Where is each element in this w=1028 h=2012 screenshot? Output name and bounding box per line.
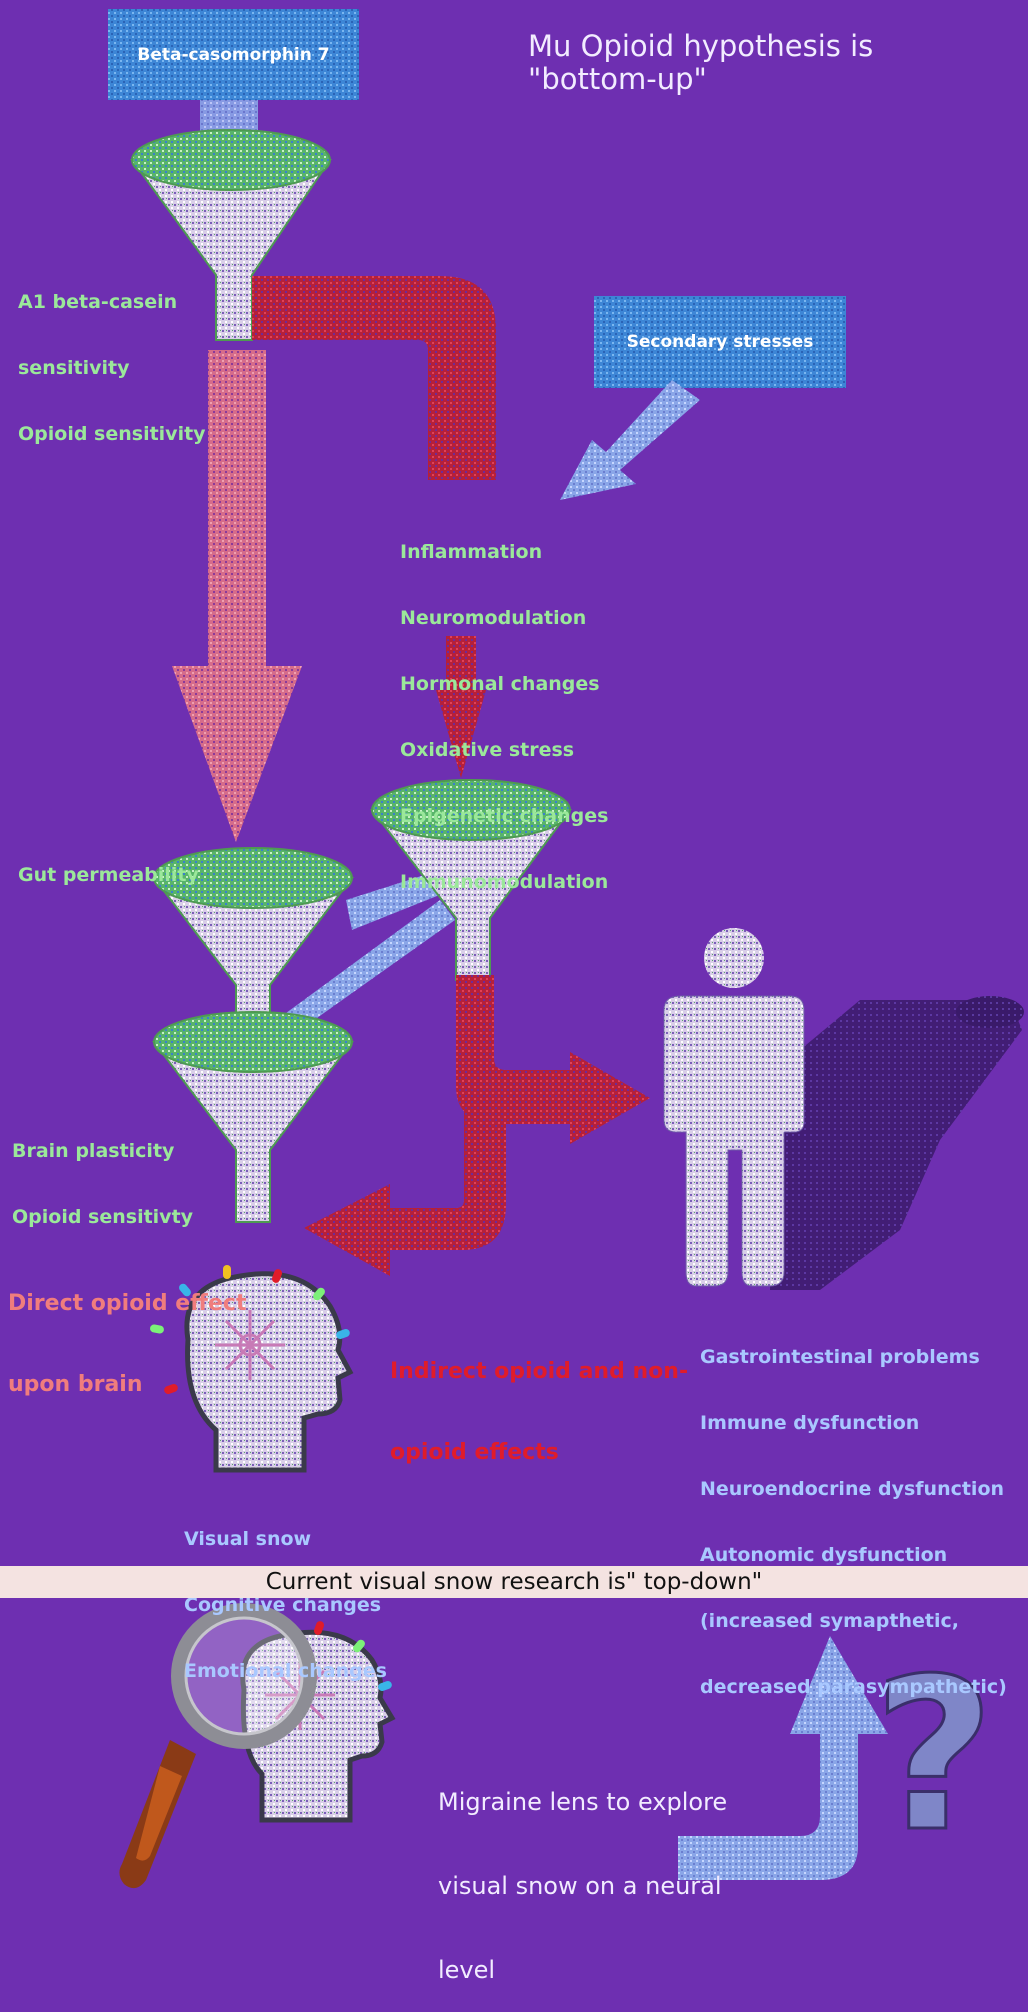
title-line-1: Mu Opioid hypothesis is xyxy=(528,29,874,63)
pink-arrow-down xyxy=(172,350,302,842)
indirect-effect-line-2: opioid effects xyxy=(390,1440,559,1465)
head-brain-icon xyxy=(150,1265,354,1473)
gut-permeability-text: Gut permeability xyxy=(18,864,199,886)
direct-effect-line-2: upon brain xyxy=(8,1372,143,1397)
blue-connector-upper xyxy=(346,870,452,930)
direct-effect-label: Direct opioid effect upon brain xyxy=(8,1236,246,1425)
funnel-icon-top xyxy=(130,129,332,341)
brain-plasticity-line-2: Opioid sensitivty xyxy=(12,1206,194,1228)
diagram-canvas: ? xyxy=(108,9,1024,1889)
indirect-effect-label: Indirect opioid and non- opioid effects xyxy=(390,1304,688,1493)
a1-line-2: sensitivity xyxy=(18,357,130,379)
beta-casomorphin-box xyxy=(108,9,359,100)
migraine-line-1: Migraine lens to explore xyxy=(438,1788,728,1816)
mechanism-item: Oxidative stress xyxy=(400,739,575,761)
body-effects-list: Gastrointestinal problems Immune dysfunc… xyxy=(700,1302,1007,1720)
secondary-stresses-text: Secondary stresses xyxy=(626,332,814,352)
red-arrow-mechanisms xyxy=(436,636,486,778)
person-icon xyxy=(663,928,1024,1290)
beta-casomorphin-text: Beta-casomorphin 7 xyxy=(137,44,330,65)
secondary-arrow xyxy=(560,380,700,500)
question-mark-icon: ? xyxy=(873,1633,995,1878)
mechanism-item: Neuromodulation xyxy=(400,607,587,629)
red-pipe-top xyxy=(252,276,496,480)
title-line-2: "bottom-up" xyxy=(528,62,707,96)
arrow-up-icon xyxy=(678,1636,888,1880)
migraine-line-2: visual snow on a neural xyxy=(438,1872,722,1900)
mechanisms-list: Inflammation Neuromodulation Hormonal ch… xyxy=(400,497,608,915)
brain-effect-item: Cognitive changes xyxy=(184,1594,382,1616)
migraine-lens-label: Migraine lens to explore visual snow on … xyxy=(438,1732,727,2012)
funnel-icon-gut xyxy=(151,847,355,1031)
funnel-icon-brain xyxy=(151,1011,355,1223)
magnifier-head-icon xyxy=(119,1603,396,1889)
red-arrow-direct xyxy=(304,1110,506,1276)
body-effect-item: Neuroendocrine dysfunction xyxy=(700,1478,1005,1500)
research-banner-text: Current visual snow research is" top-dow… xyxy=(265,1569,763,1595)
brain-plasticity-label: Brain plasticity Opioid sensitivty xyxy=(12,1096,193,1250)
mechanism-item: Immunomodulation xyxy=(400,871,609,893)
mechanism-item: Inflammation xyxy=(400,541,543,563)
gut-permeability-label: Gut permeability xyxy=(18,820,199,908)
brain-effects-list: Visual snow Cognitive changes Emotional … xyxy=(184,1484,387,1704)
secondary-stresses-box-label: Secondary stresses xyxy=(594,296,846,388)
direct-effect-line-1: Direct opioid effect xyxy=(8,1291,247,1316)
migraine-line-3: level xyxy=(438,1956,496,1984)
research-banner: Current visual snow research is" top-dow… xyxy=(0,1566,1028,1598)
blue-connector-lower xyxy=(282,900,455,1030)
indirect-effect-line-1: Indirect opioid and non- xyxy=(390,1359,689,1384)
mechanism-item: Epigenetic changes xyxy=(400,805,609,827)
brain-effect-item: Emotional changes xyxy=(184,1660,387,1682)
a1-line-3: Opioid sensitivity xyxy=(18,423,206,445)
brain-plasticity-line-1: Brain plasticity xyxy=(12,1140,175,1162)
a1-line-1: A1 beta-casein xyxy=(18,291,178,313)
body-effect-item: decreased parasympathetic) xyxy=(700,1676,1007,1698)
secondary-stresses-box xyxy=(594,296,846,388)
page-title: Mu Opioid hypothesis is "bottom-up" xyxy=(528,30,873,96)
body-effect-item: Autonomic dysfunction xyxy=(700,1544,948,1566)
red-pipe-person xyxy=(456,975,650,1144)
mechanism-item: Hormonal changes xyxy=(400,673,600,695)
a1-sensitivity-label: A1 beta-casein sensitivity Opioid sensit… xyxy=(18,247,206,467)
body-effect-item: Gastrointestinal problems xyxy=(700,1346,980,1368)
body-effect-item: Immune dysfunction xyxy=(700,1412,920,1434)
body-effect-item: (increased symapthetic, xyxy=(700,1610,959,1632)
beta-casomorphin-box-label: Beta-casomorphin 7 xyxy=(108,9,359,100)
brain-effect-item: Visual snow xyxy=(184,1528,312,1550)
